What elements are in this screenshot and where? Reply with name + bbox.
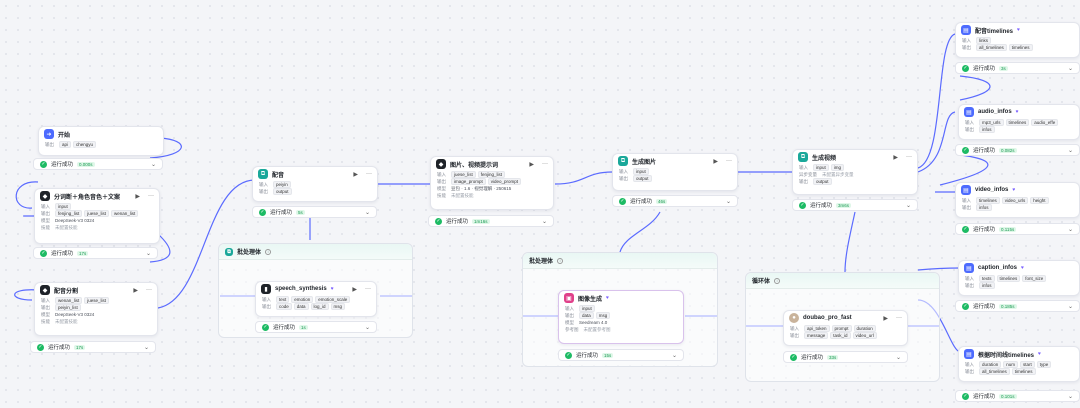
node-title: 开始 (58, 132, 71, 139)
plugin-icon: ▤ (964, 263, 974, 273)
plugin-icon: ▤ (961, 185, 971, 195)
chevron-down-icon[interactable]: ⌄ (150, 161, 156, 168)
info-icon[interactable]: i (557, 257, 564, 264)
info-icon[interactable]: i (265, 248, 272, 255)
run-icon[interactable]: ▶ (135, 193, 140, 200)
plugin-tag-icon: ♥ (330, 286, 334, 292)
plugin-icon: ▮ (261, 284, 271, 294)
workflow-icon: ⧉ (258, 169, 268, 179)
chevron-down-icon[interactable]: ⌄ (145, 250, 151, 257)
start-icon: ➜ (44, 129, 54, 139)
plugin-icon: ▣ (564, 293, 574, 303)
plugin-icon: ▤ (964, 107, 974, 117)
batch-icon: ⧉ (225, 247, 233, 256)
workflow-icon: ⧉ (618, 156, 628, 166)
workflow-icon: ⧉ (798, 152, 808, 162)
check-icon: ✓ (40, 160, 47, 168)
llm-icon: ◆ (40, 285, 50, 295)
llm-icon: ◆ (40, 191, 50, 201)
plugin-icon: ▤ (961, 25, 971, 35)
avatar: ● (789, 313, 799, 323)
info-icon[interactable]: i (774, 277, 781, 284)
plugin-icon: ▤ (964, 349, 974, 359)
llm-icon: ◆ (436, 159, 446, 169)
more-icon[interactable]: ··· (148, 193, 154, 199)
